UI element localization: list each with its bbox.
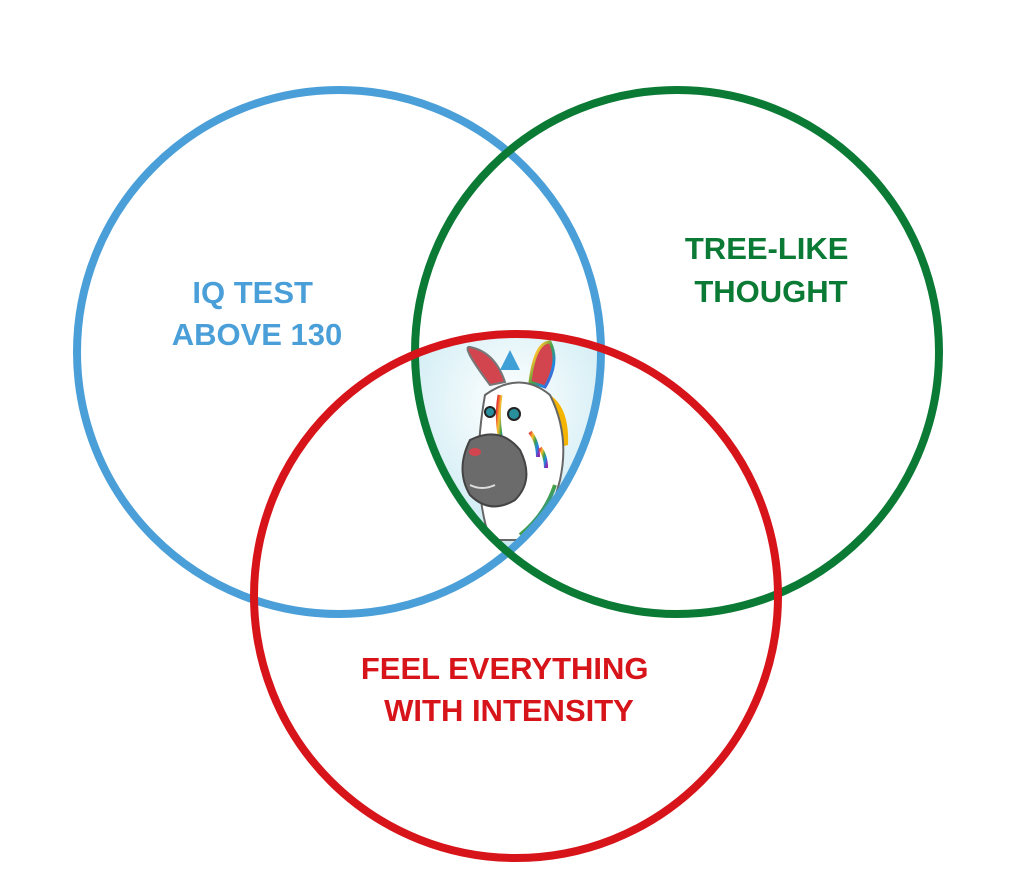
rainbow-zebra-mascot-icon [461,340,569,541]
feel-label: FEEL EVERYTHING WITH INTENSITY [361,651,657,728]
iq-label-line2: ABOVE 130 [172,317,343,352]
tree-label-line2: THOUGHT [694,274,847,309]
tree-label: TREE-LIKE THOUGHT [685,231,857,309]
iq-label-line1: IQ TEST [192,275,313,310]
tree-label-line1: TREE-LIKE [685,231,849,266]
center-intersection [415,334,601,560]
feel-label-line1: FEEL EVERYTHING [361,651,649,686]
iq-label: IQ TEST ABOVE 130 [172,275,343,352]
feel-circle [250,330,782,862]
feel-label-line2: WITH INTENSITY [384,693,634,728]
